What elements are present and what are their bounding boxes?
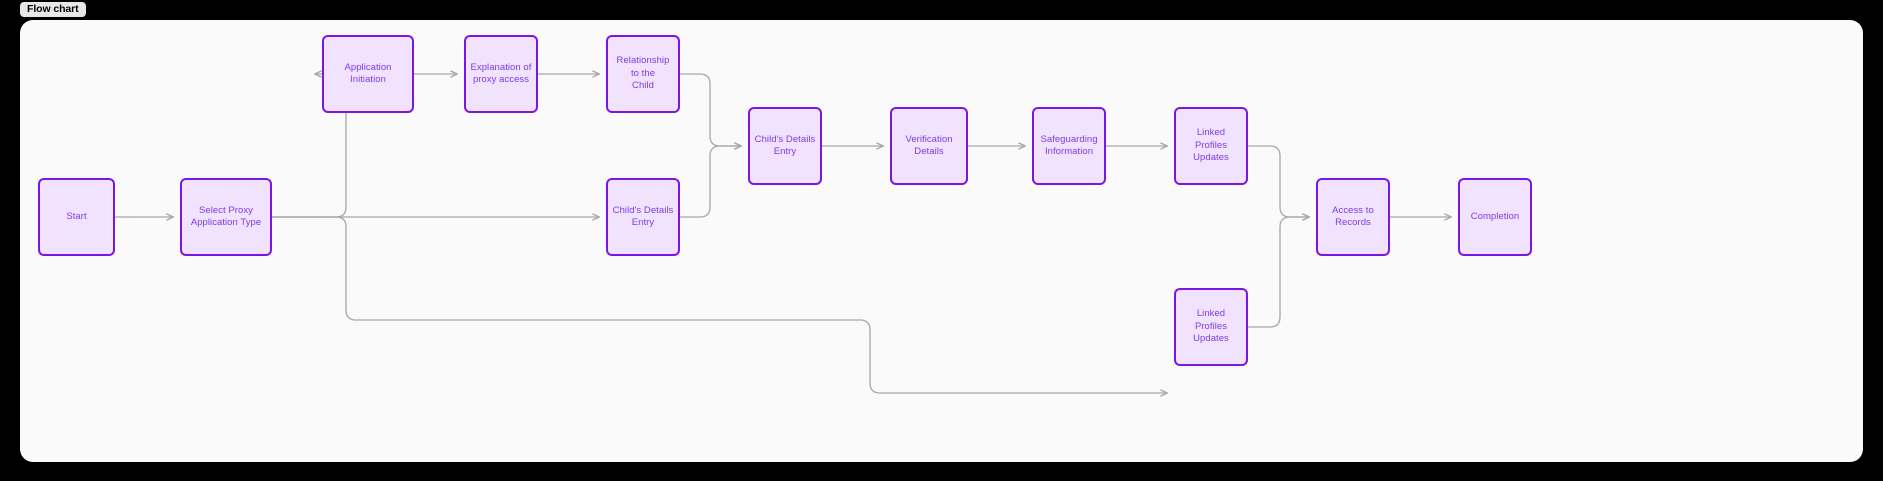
flow-node-label: Completion (1470, 210, 1520, 222)
edge-child_mid-to-child_main (679, 142, 742, 218)
edge-layer (114, 70, 1452, 397)
flow-node-access[interactable]: Access to Records (1316, 178, 1390, 256)
edge-linked_bot-to-access (1247, 213, 1310, 328)
flow-node-verification[interactable]: Verification Details (890, 107, 968, 185)
edge-linked_top-to-access (1247, 145, 1310, 221)
edge-relationship-to-child_main (679, 73, 742, 150)
flow-node-completion[interactable]: Completion (1458, 178, 1532, 256)
edge-select_type-to-linked_bot (271, 216, 1168, 397)
flow-chart-badge: Flow chart (20, 2, 86, 17)
flow-node-start[interactable]: Start (38, 178, 115, 256)
flow-node-label: Verification Details (905, 133, 953, 158)
flow-node-label: Start (66, 210, 87, 222)
flow-node-label: Access to Records (1332, 204, 1374, 229)
